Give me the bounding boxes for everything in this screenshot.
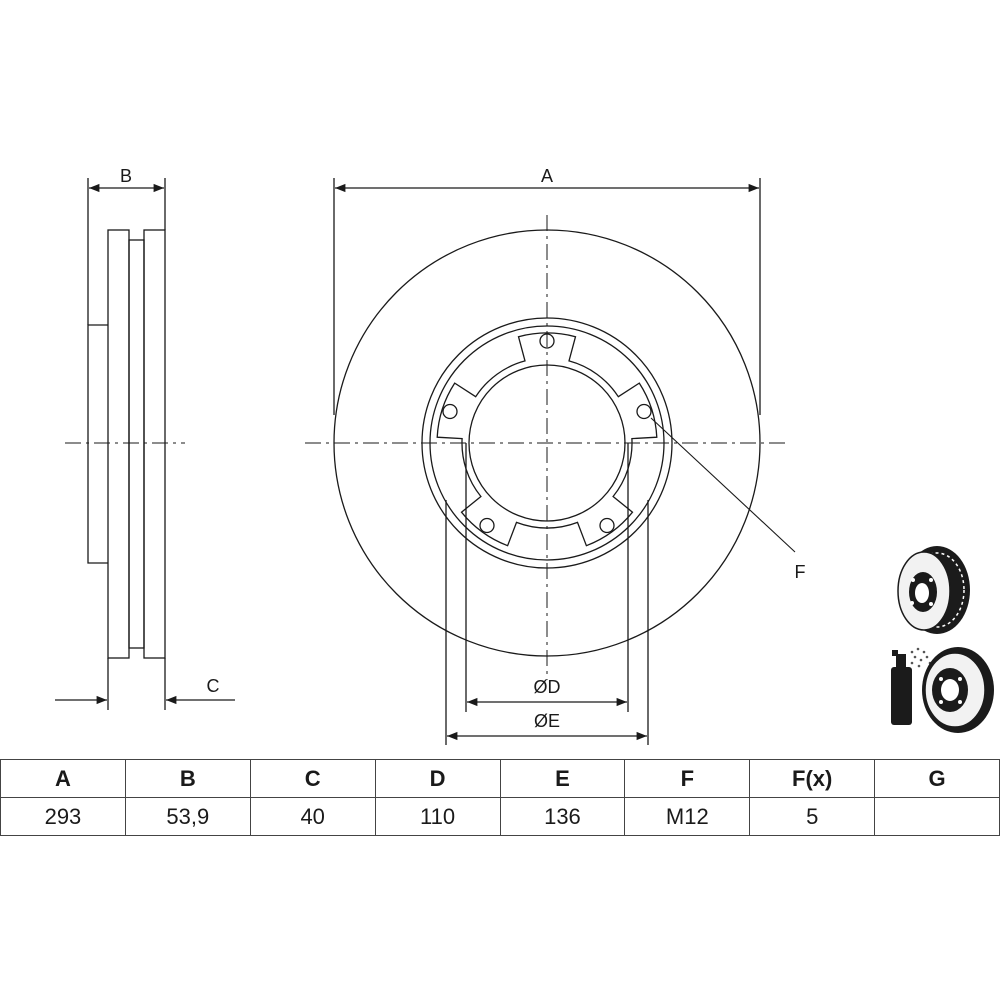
value-g (874, 797, 1000, 836)
brake-disc-thumbnail (897, 546, 970, 634)
side-hat-flange (87, 324, 108, 564)
label-d: ØD (534, 677, 561, 697)
side-outer-plate (107, 229, 130, 659)
value-fx: 5 (749, 797, 876, 836)
technical-drawing: B C A ØD ØE F (55, 166, 994, 745)
bolt-hole (479, 517, 495, 534)
value-a: 293 (0, 797, 126, 836)
spec-header-row: A B C D E F F(x) G (0, 759, 1000, 798)
hub-lug-outline (436, 332, 658, 547)
bolt-hole (599, 517, 615, 534)
value-c: 40 (249, 797, 376, 836)
value-e: 136 (499, 797, 626, 836)
specification-table: A B C D E F F(x) G 293 53,9 40 110 136 M… (0, 759, 1000, 836)
header-fx: F(x) (749, 759, 876, 798)
label-a: A (541, 166, 553, 186)
side-view (65, 178, 185, 710)
spec-value-row: 293 53,9 40 110 136 M12 5 (0, 797, 1000, 836)
side-vent-vanes (128, 239, 145, 649)
label-c: C (207, 676, 220, 696)
front-view (305, 178, 796, 745)
header-a: A (0, 759, 126, 798)
header-c: C (249, 759, 376, 798)
leader-line-f (650, 417, 796, 553)
header-e: E (499, 759, 626, 798)
label-b: B (120, 166, 132, 186)
value-d: 110 (374, 797, 501, 836)
side-inner-plate (143, 229, 166, 659)
label-e: ØE (534, 711, 560, 731)
label-f: F (795, 562, 806, 582)
value-b: 53,9 (124, 797, 251, 836)
value-f: M12 (624, 797, 751, 836)
bolt-hole (442, 403, 458, 420)
brake-disc-with-spray-thumbnail (891, 647, 994, 733)
header-g: G (874, 759, 1000, 798)
header-f: F (624, 759, 751, 798)
bolt-hole (636, 403, 652, 420)
header-d: D (374, 759, 501, 798)
header-b: B (124, 759, 251, 798)
